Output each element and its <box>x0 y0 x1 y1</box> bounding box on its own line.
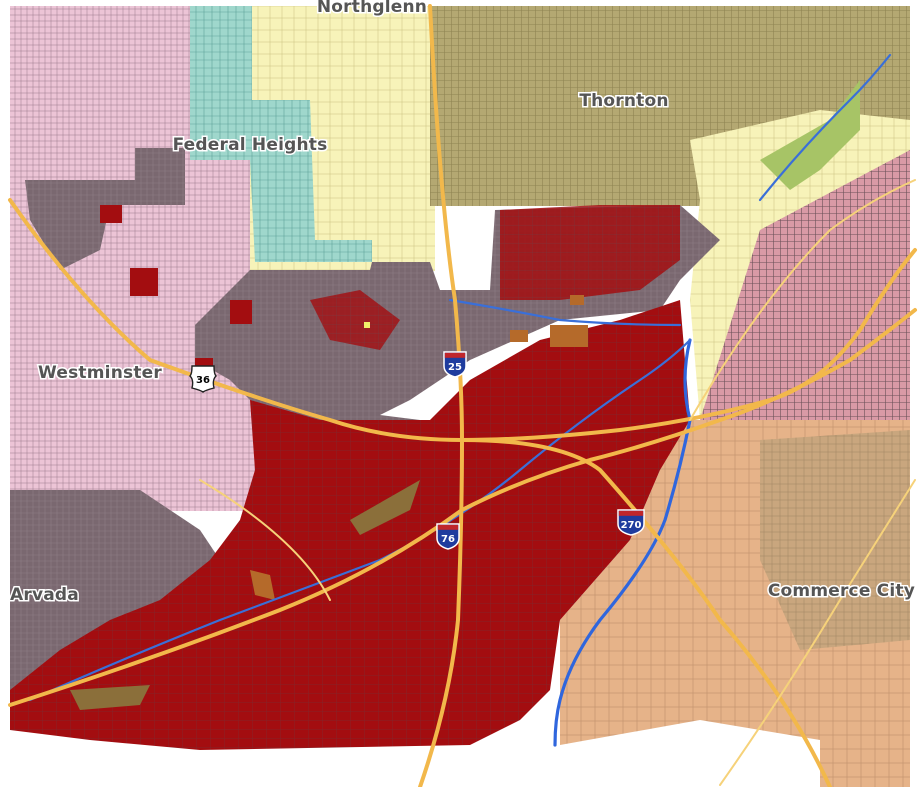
shield-number: 76 <box>441 534 455 545</box>
interstate-shield-icon <box>617 509 645 536</box>
city-labels: Northglenn Thornton Federal Heights West… <box>9 0 917 607</box>
label-westminster: Westminster <box>38 363 162 383</box>
roads <box>8 4 917 787</box>
area-commerce-city-tan <box>760 430 910 650</box>
interstate-shield-icon <box>443 351 467 378</box>
shield-number: 36 <box>196 375 210 386</box>
interstate-76-shield[interactable]: 76 <box>436 523 460 550</box>
area-green-park <box>760 80 860 190</box>
interstate-270-shield[interactable]: 270 <box>617 509 645 536</box>
us-36-shield[interactable]: 36 <box>189 365 217 393</box>
interstate-25-shield[interactable]: 25 <box>443 351 467 378</box>
parcel-highlights <box>70 295 588 710</box>
shield-number: 25 <box>448 362 462 373</box>
label-northglenn: Northglenn <box>317 0 427 17</box>
us-highway-shield-icon <box>189 365 217 393</box>
label-federal-heights: Federal Heights <box>173 135 328 155</box>
shield-number: 270 <box>621 520 642 531</box>
label-arvada: Arvada <box>10 585 79 605</box>
label-thornton: Thornton <box>579 91 668 111</box>
municipality-areas <box>10 6 910 787</box>
area-federal-heights <box>190 6 372 262</box>
label-commerce-city: Commerce City <box>768 581 915 601</box>
interstate-shield-icon <box>436 523 460 550</box>
unincorporated-red <box>10 205 690 750</box>
